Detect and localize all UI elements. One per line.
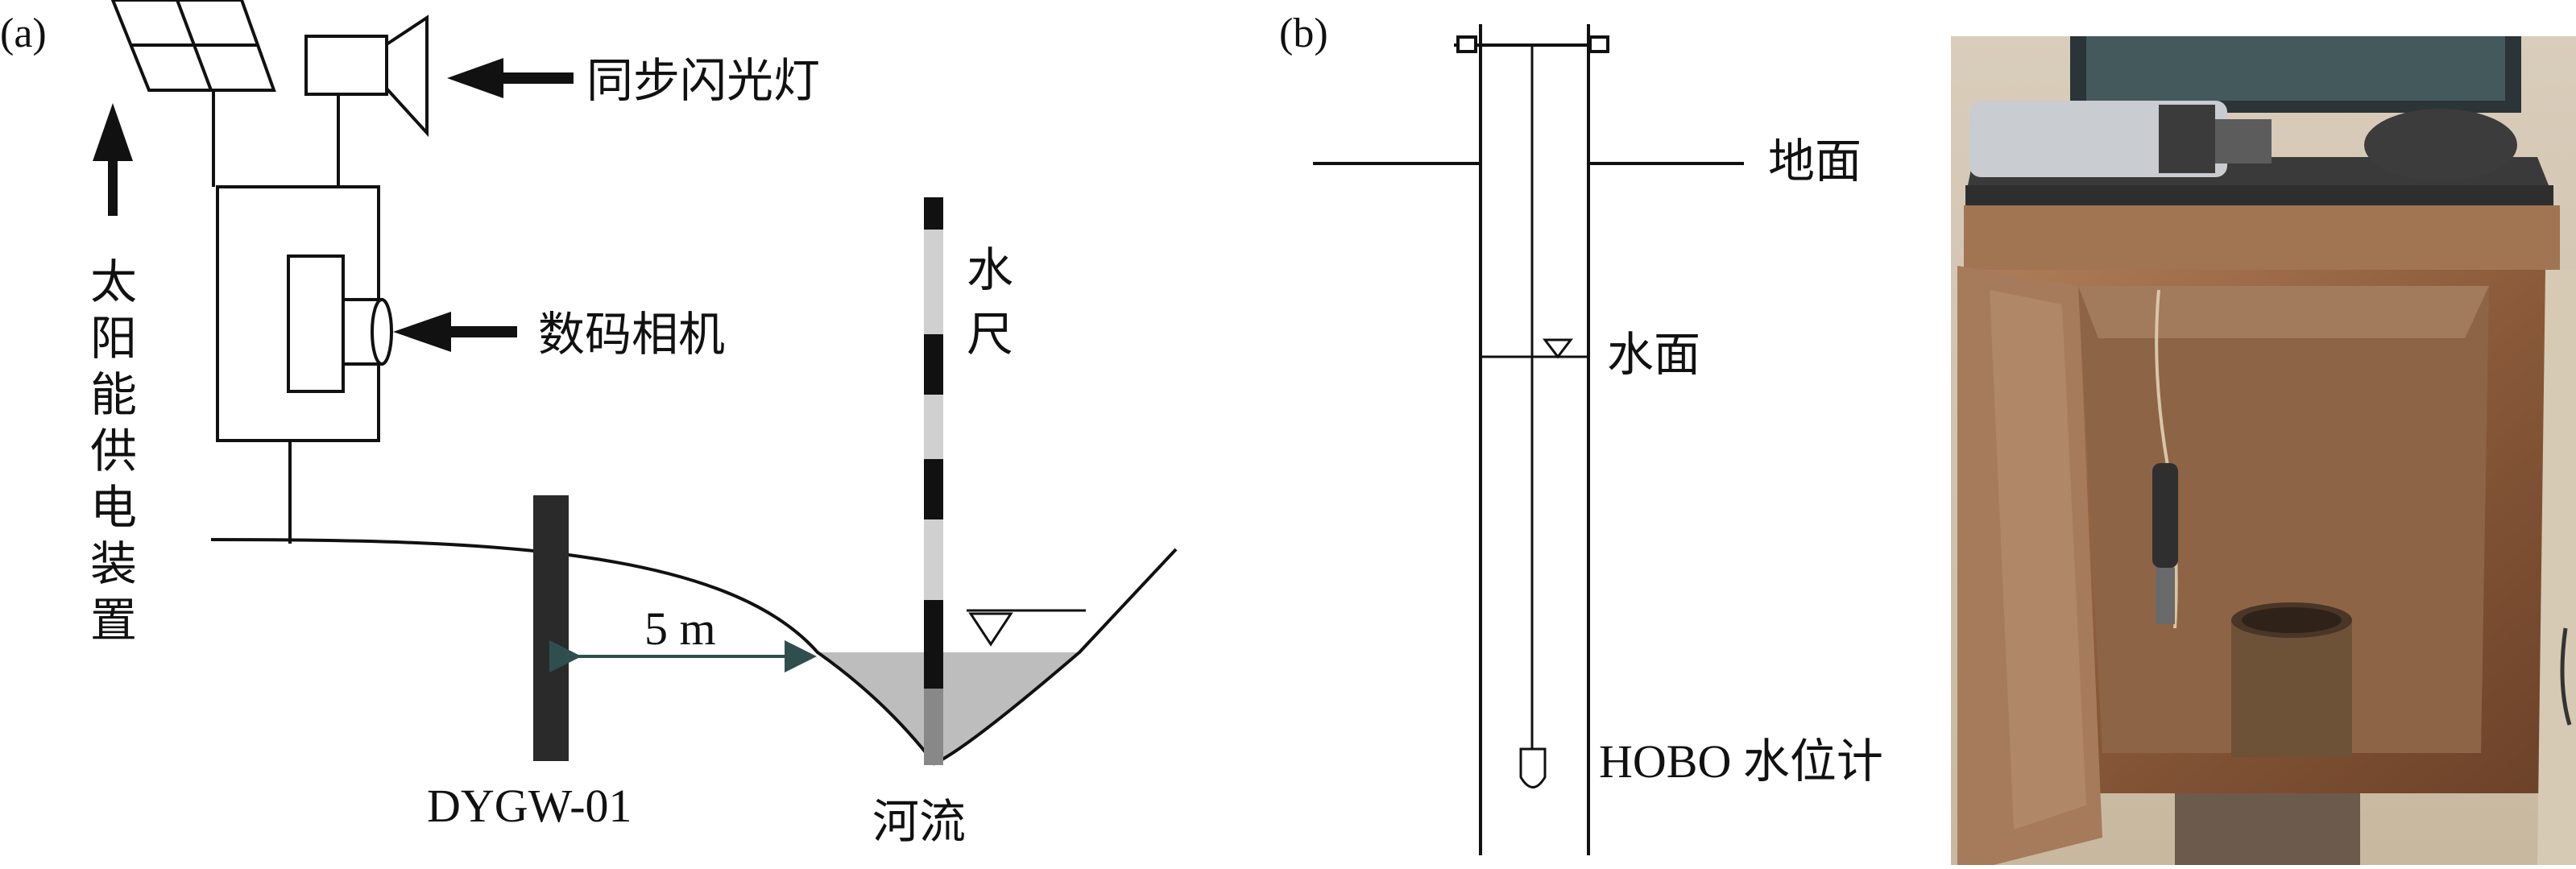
strobe-pointer-arrow: [447, 58, 574, 98]
river-label: 河流: [872, 796, 966, 848]
ground-profile: [210, 538, 1178, 766]
distance-label: 5 m: [644, 602, 716, 655]
field-photo: [1951, 36, 2576, 865]
water-gauge: [924, 197, 943, 765]
solar-label-char: 太: [90, 256, 137, 308]
strobe-label: 同步闪光灯: [586, 55, 820, 107]
solar-label-char: 电: [90, 482, 137, 534]
camera-pointer-arrow: [393, 312, 517, 352]
panel-b: (b) 地面 水面 HOBO 水位计: [1279, 10, 1883, 855]
panel-a: (a) 同步闪光灯 太 阳 能 供 电: [0, 0, 1178, 848]
hobo-logger-icon: [1519, 747, 1547, 788]
camera-icon: [287, 254, 393, 393]
solar-label: 太 阳 能 供 电 装 置: [90, 256, 137, 647]
well-label: DYGW-01: [427, 780, 632, 832]
solar-pointer-arrow: [93, 103, 133, 216]
solar-label-char: 装: [90, 538, 137, 590]
solar-label-char: 阳: [90, 312, 137, 365]
strobe-light-icon: [304, 14, 429, 138]
ground-label: 地面: [1768, 135, 1862, 188]
gauge-label-char: 尺: [967, 308, 1013, 361]
logger-label: HOBO 水位计: [1599, 735, 1883, 788]
solar-label-char: 供: [90, 425, 137, 478]
camera-label: 数码相机: [538, 308, 725, 361]
water-surface-label: 水面: [1607, 329, 1700, 381]
solar-label-char: 能: [90, 369, 137, 421]
solar-label-char: 置: [90, 594, 137, 647]
solar-panel-icon: [110, 0, 276, 92]
panel-b-label: (b): [1279, 10, 1328, 56]
monitoring-well: [533, 495, 569, 761]
river-water: [818, 652, 1079, 763]
gauge-label-char: 水: [967, 244, 1013, 296]
water-level-symbol: [967, 609, 1086, 647]
water-surface-symbol: [1542, 338, 1574, 359]
panel-a-label: (a): [0, 10, 47, 56]
